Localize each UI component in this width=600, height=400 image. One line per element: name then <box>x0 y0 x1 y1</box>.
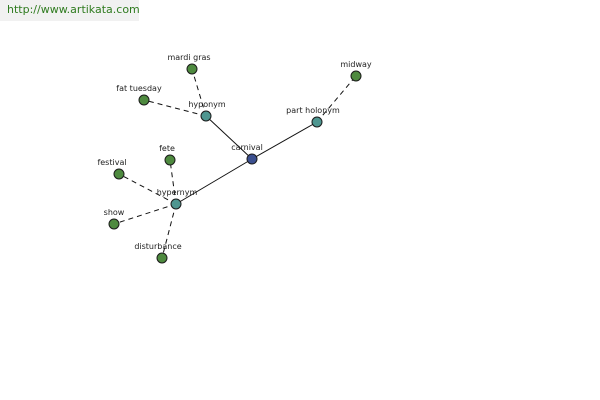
node-circle-festival[interactable] <box>113 168 125 180</box>
node-circle-midway[interactable] <box>350 70 362 82</box>
node-circle-carnival[interactable] <box>246 153 258 165</box>
node-label-fat-tuesday: fat tuesday <box>116 84 162 93</box>
node-label-carnival: carnival <box>231 143 263 152</box>
node-label-disturbance: disturbance <box>134 242 181 251</box>
edges-layer <box>113 68 357 259</box>
node-part-holonym[interactable]: part holonym <box>286 106 340 128</box>
node-label-part-holonym: part holonym <box>286 106 340 115</box>
node-circle-mardi-gras[interactable] <box>186 63 198 75</box>
node-midway[interactable]: midway <box>340 60 372 82</box>
node-disturbance[interactable]: disturbance <box>134 242 182 264</box>
node-hypernym[interactable]: hypernym <box>157 188 198 210</box>
edge-hypernym-to-disturbance <box>161 203 177 259</box>
edge-carnival-to-hyponym <box>205 115 253 160</box>
node-fete[interactable]: fete <box>159 144 176 166</box>
node-hyponym[interactable]: hyponym <box>188 100 226 122</box>
node-carnival[interactable]: carnival <box>231 143 263 165</box>
node-label-mardi-gras: mardi gras <box>167 53 210 62</box>
node-label-fete: fete <box>159 144 175 153</box>
edge-carnival-to-hypernym <box>175 158 253 205</box>
edge-part-holonym-to-midway <box>316 75 357 123</box>
node-mardi-gras[interactable]: mardi gras <box>167 53 211 75</box>
node-label-festival: festival <box>97 158 126 167</box>
edge-hyponym-to-mardi-gras <box>191 68 207 117</box>
watermark-link[interactable]: http://www.artikata.com <box>0 0 140 21</box>
node-circle-show[interactable] <box>108 218 120 230</box>
edge-hypernym-to-festival <box>118 173 177 205</box>
node-label-hypernym: hypernym <box>157 188 198 197</box>
edge-carnival-to-part-holonym <box>251 121 318 160</box>
node-label-midway: midway <box>340 60 372 69</box>
node-circle-fete[interactable] <box>164 154 176 166</box>
nodes-layer: carnival hyponym part holonym hypernym mardi… <box>97 53 372 264</box>
node-circle-part-holonym[interactable] <box>311 116 323 128</box>
node-fat-tuesday[interactable]: fat tuesday <box>116 84 162 106</box>
node-circle-hypernym[interactable] <box>170 198 182 210</box>
node-label-show: show <box>104 208 125 217</box>
node-show[interactable]: show <box>104 208 125 230</box>
node-circle-disturbance[interactable] <box>156 252 168 264</box>
node-circle-hyponym[interactable] <box>200 110 212 122</box>
edge-hypernym-to-show <box>113 203 177 225</box>
node-label-hyponym: hyponym <box>188 100 226 109</box>
node-festival[interactable]: festival <box>97 158 127 180</box>
edge-hyponym-to-fat-tuesday <box>143 99 207 117</box>
node-circle-fat-tuesday[interactable] <box>138 94 150 106</box>
edge-hypernym-to-fete <box>169 159 177 205</box>
